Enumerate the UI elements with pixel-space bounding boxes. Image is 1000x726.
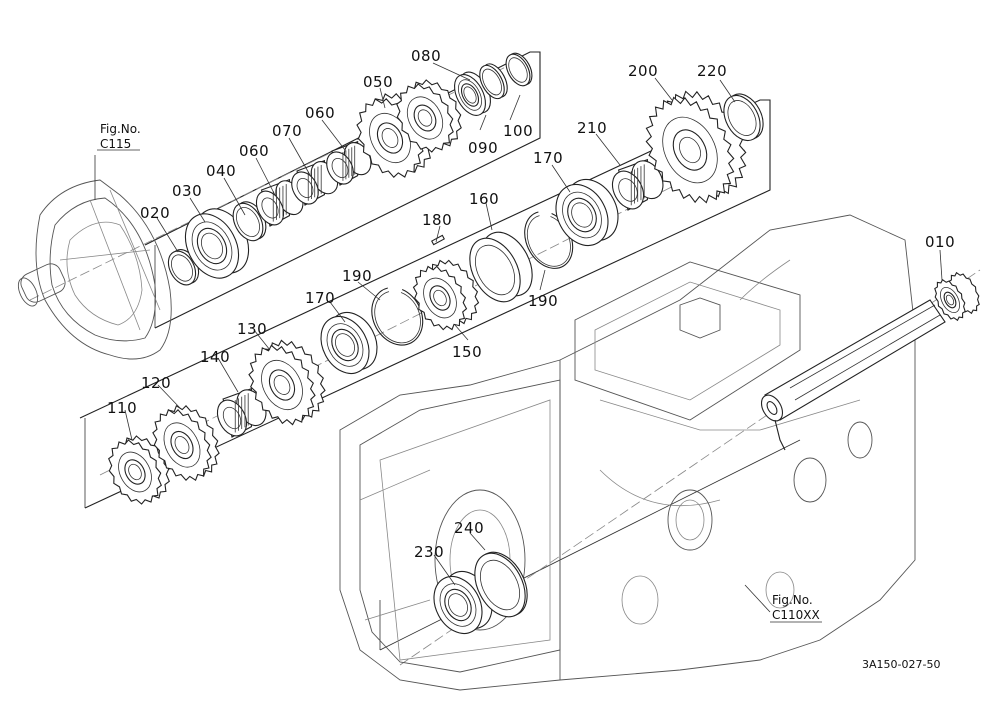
part-110-gear: [108, 435, 170, 505]
part-060-needle-bearing: [255, 178, 304, 227]
label-150: 150: [452, 343, 482, 361]
label-240: 240: [454, 519, 484, 537]
part-010-shaft-gear: [934, 271, 980, 322]
fig-c110xx-line1: Fig.No.: [772, 593, 813, 607]
label-190b: 190: [528, 292, 558, 310]
transmission-case: [339, 214, 916, 691]
part-170b-bearing: [555, 179, 619, 246]
part-050b-gear: [396, 79, 462, 153]
label-140: 140: [200, 348, 230, 366]
part-150-hub: [412, 259, 480, 331]
front-cover-housing: [17, 179, 172, 360]
label-060a: 060: [239, 142, 269, 160]
fig-c115-line1: Fig.No.: [100, 122, 141, 136]
part-200-gear: [645, 90, 747, 204]
part-080-bearing: [454, 71, 491, 116]
label-160: 160: [469, 190, 499, 208]
part-130-gear: [248, 339, 326, 426]
part-120-gear: [152, 404, 220, 482]
label-130: 130: [237, 320, 267, 338]
fig-c110xx-line2: C110XX: [772, 608, 820, 622]
leader-lines: [94, 62, 943, 623]
fig-c115-line2: C115: [100, 137, 131, 151]
part-010-shaft: [760, 299, 946, 451]
label-040: 040: [206, 162, 236, 180]
label-210: 210: [577, 119, 607, 137]
figure-reference-c110xx: Fig.No. C110XX: [772, 593, 820, 622]
part-220-washer: [723, 93, 764, 142]
label-220: 220: [697, 62, 727, 80]
label-110: 110: [107, 399, 137, 417]
part-210-needle-bearing: [611, 158, 664, 211]
label-090: 090: [468, 139, 498, 157]
gears-and-bearings: [108, 52, 980, 634]
part-180-key: [431, 234, 445, 246]
part-100-circlip: [505, 52, 533, 87]
label-050: 050: [363, 73, 393, 91]
label-170a: 170: [305, 289, 335, 307]
label-030: 030: [172, 182, 202, 200]
part-140-needle-bearing: [216, 387, 267, 438]
part-labels: 010 020 030 040 050 060 060 070 080 090 …: [107, 47, 955, 561]
label-080: 080: [411, 47, 441, 65]
label-070: 070: [272, 122, 302, 140]
label-190a: 190: [342, 267, 372, 285]
part-170-bearing: [320, 312, 378, 374]
label-120: 120: [141, 374, 171, 392]
label-060b: 060: [305, 104, 335, 122]
part-160-sleeve: [469, 231, 533, 303]
label-010: 010: [925, 233, 955, 251]
part-240-ring: [474, 551, 528, 618]
label-230: 230: [414, 543, 444, 561]
figure-reference-c115: Fig.No. C115: [100, 122, 141, 151]
label-180: 180: [422, 211, 452, 229]
label-100: 100: [503, 122, 533, 140]
label-170b: 170: [533, 149, 563, 167]
drawing-code: 3A150-027-50: [862, 658, 940, 671]
part-040-washer: [232, 201, 267, 242]
label-200: 200: [628, 62, 658, 80]
part-090-collar: [479, 63, 508, 100]
label-020: 020: [140, 204, 170, 222]
